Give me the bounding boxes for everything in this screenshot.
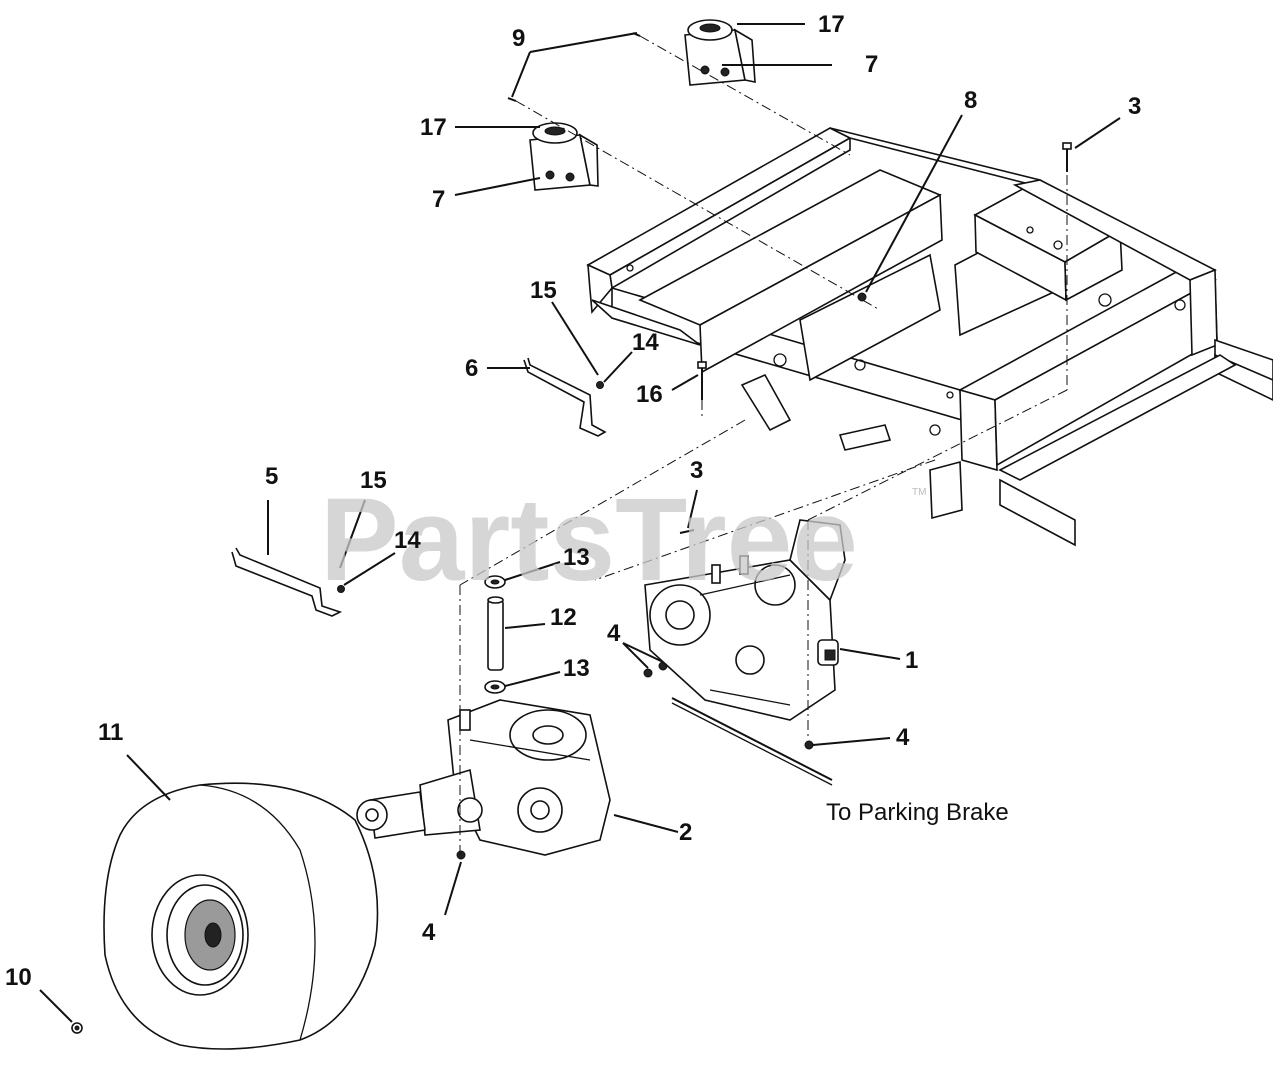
callout-7-upper: 7 — [865, 51, 878, 78]
callout-9: 9 — [512, 25, 525, 52]
bolt-3-mid — [679, 529, 695, 534]
control-module-lower — [529, 122, 599, 191]
callout-1: 1 — [905, 647, 918, 674]
washer-14-lower — [337, 585, 345, 593]
pin-16 — [697, 361, 707, 400]
callout-5: 5 — [265, 463, 278, 490]
callout-4-left: 4 — [422, 919, 436, 946]
watermark: PartsTree TM — [320, 474, 926, 606]
assembly-lines — [459, 35, 1068, 855]
nut-4-right — [804, 740, 814, 750]
transaxle-left — [356, 699, 611, 856]
callout-17-lower: 17 — [420, 114, 447, 141]
washer-14-upper — [596, 381, 604, 389]
nut-8 — [857, 292, 867, 302]
leader-lines — [39, 23, 1121, 1023]
bushing-13-lower — [484, 680, 506, 694]
bolt-9b — [507, 97, 517, 102]
callout-17-upper: 17 — [818, 11, 845, 38]
rear-wheel — [103, 782, 379, 1050]
watermark-text: PartsTree — [320, 474, 858, 606]
brake-rod-6 — [523, 357, 607, 437]
nut-4-left — [456, 850, 466, 860]
callout-2: 2 — [679, 819, 692, 846]
callout-8: 8 — [964, 87, 977, 114]
nuts-4-pair — [643, 661, 668, 678]
brake-rod-5 — [231, 547, 343, 617]
callout-labels: 1 2 3 3 4 4 4 5 6 7 7 8 9 10 11 12 13 13… — [5, 11, 1141, 991]
callout-6: 6 — [465, 355, 478, 382]
callout-12: 12 — [550, 604, 577, 631]
parking-brake-note: To Parking Brake — [826, 799, 1009, 826]
callout-3-mid: 3 — [690, 457, 703, 484]
callout-15-upper: 15 — [530, 277, 557, 304]
callout-13-lower: 13 — [563, 655, 590, 682]
callout-14-upper: 14 — [632, 329, 659, 356]
watermark-trademark: TM — [912, 487, 926, 498]
callout-10: 10 — [5, 964, 32, 991]
bolt-3-top — [1062, 142, 1072, 172]
callout-14-lower: 14 — [394, 527, 421, 554]
lug-nut-10 — [71, 1022, 83, 1034]
callout-15-lower: 15 — [360, 467, 387, 494]
callout-7-lower: 7 — [432, 186, 445, 213]
callout-4-pair: 4 — [607, 620, 621, 647]
parking-brake-rod — [671, 697, 833, 786]
callout-11: 11 — [98, 719, 123, 746]
callout-4-right: 4 — [896, 724, 910, 751]
callout-16: 16 — [636, 381, 663, 408]
transaxle-right — [644, 519, 846, 721]
callout-3-top: 3 — [1128, 93, 1141, 120]
callout-13-upper: 13 — [563, 544, 590, 571]
spacer-tube-12 — [487, 596, 504, 671]
bushing-13-upper — [484, 575, 506, 589]
chassis-frame — [586, 127, 1273, 547]
control-module-upper — [684, 19, 756, 86]
